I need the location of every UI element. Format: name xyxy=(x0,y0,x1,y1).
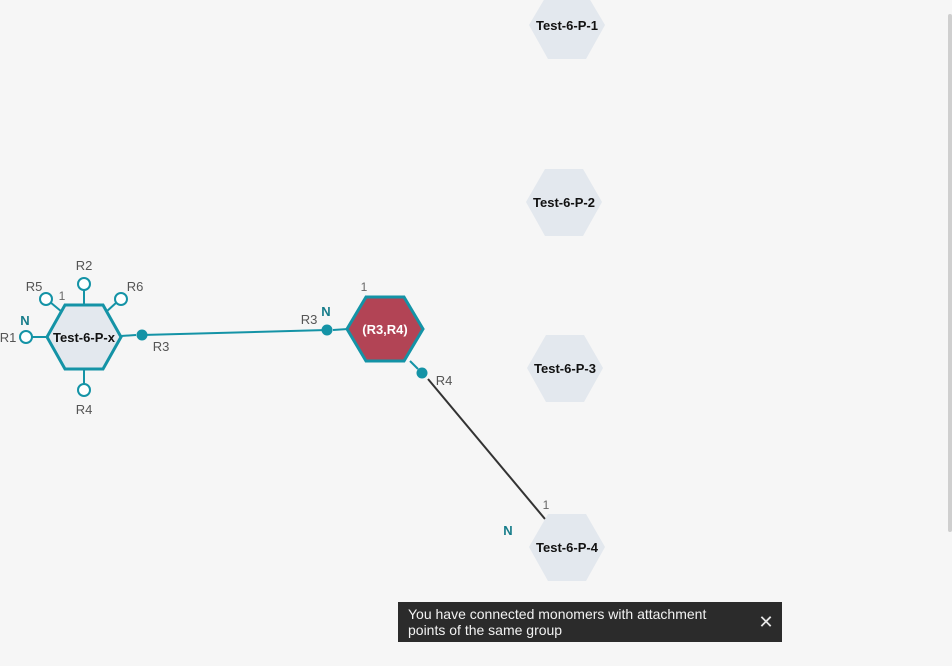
monomer-r3-r4[interactable]: (R3,R4) 1 N R3 R4 xyxy=(301,280,453,388)
label-r5: R5 xyxy=(26,279,43,294)
attachment-point-r6[interactable] xyxy=(114,292,128,306)
label-r1: R1 xyxy=(0,330,16,345)
notification-toast: You have connected monomers with attachm… xyxy=(398,602,782,642)
vertical-scrollbar[interactable] xyxy=(948,14,952,532)
monomer-name: Test-6-P-3 xyxy=(534,361,596,376)
n-terminus-label: N xyxy=(20,313,29,328)
monomer-test-6-p-2[interactable]: Test-6-P-2 xyxy=(526,169,602,236)
hexagon-shape xyxy=(527,335,603,402)
close-icon[interactable]: ✕ xyxy=(758,612,774,632)
monomer-name: (R3,R4) xyxy=(362,322,408,337)
label-r4: R4 xyxy=(76,402,93,417)
monomer-name: Test-6-P-x xyxy=(53,330,116,345)
hexagon-shape xyxy=(526,169,602,236)
monomer-number: 1 xyxy=(59,289,66,303)
hexagon-shape xyxy=(529,514,605,581)
monomer-test-6-p-4[interactable]: Test-6-P-4 1 N xyxy=(503,498,605,581)
label-r4: R4 xyxy=(436,373,453,388)
monomer-test-6-p-3[interactable]: Test-6-P-3 xyxy=(527,335,603,402)
monomer-number: 1 xyxy=(361,280,368,294)
monomer-number: 1 xyxy=(543,498,550,512)
n-terminus-label: N xyxy=(321,304,330,319)
monomer-name: Test-6-P-1 xyxy=(536,18,598,33)
attachment-point-r1[interactable] xyxy=(19,330,33,344)
hexagon-shape xyxy=(529,0,605,59)
label-r2: R2 xyxy=(76,258,93,273)
bond-r3r4-p4[interactable] xyxy=(427,378,546,520)
bond-px-r3r4[interactable] xyxy=(141,329,328,336)
monomer-test-6-p-x[interactable]: Test-6-P-x 1 N R2 R4 R5 R6 R1 R3 xyxy=(0,258,169,417)
attachment-point-r4[interactable] xyxy=(416,367,428,379)
attachment-point-r3[interactable] xyxy=(136,329,148,341)
attachment-point-r5[interactable] xyxy=(39,292,53,306)
label-r6: R6 xyxy=(127,279,144,294)
attachment-point-r2[interactable] xyxy=(77,277,91,291)
label-r3: R3 xyxy=(301,312,318,327)
attachment-point-r4[interactable] xyxy=(77,383,91,397)
label-r3: R3 xyxy=(153,339,170,354)
toast-message: You have connected monomers with attachm… xyxy=(408,606,707,638)
monomer-name: Test-6-P-4 xyxy=(536,540,599,555)
hexagon-shape xyxy=(345,295,425,363)
attachment-point-r3[interactable] xyxy=(321,324,333,336)
monomer-test-6-p-1[interactable]: Test-6-P-1 xyxy=(529,0,605,59)
n-terminus-label: N xyxy=(503,523,512,538)
hexagon-shape xyxy=(45,303,123,371)
monomer-name: Test-6-P-2 xyxy=(533,195,595,210)
